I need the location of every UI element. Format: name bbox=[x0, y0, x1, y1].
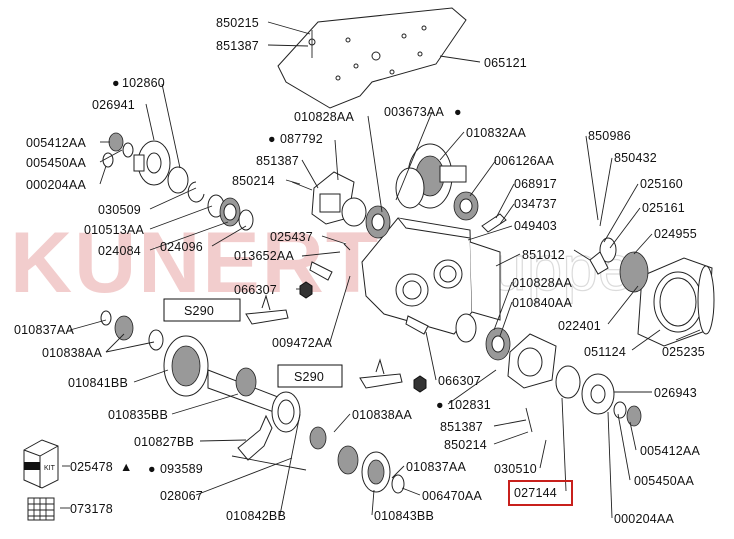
tool-s290-label-top: S290 bbox=[184, 304, 214, 318]
callout-003673AA: 003673AA bbox=[384, 105, 444, 119]
seal-kit-icon bbox=[27, 497, 55, 521]
callout-010837AA-bottom: 010837AA bbox=[406, 460, 466, 474]
callout-010840AA: 010840AA bbox=[512, 296, 572, 310]
callout-026941: 026941 bbox=[92, 98, 135, 112]
kit-box-icon: KIT bbox=[23, 439, 59, 489]
callout-010835BB: 010835BB bbox=[108, 408, 168, 422]
callout-073178: 073178 bbox=[70, 502, 113, 516]
main-shaft-assembly bbox=[100, 310, 301, 433]
callout-851387-top: 851387 bbox=[216, 39, 259, 53]
callout-087792: 087792 bbox=[280, 132, 323, 146]
right-flange-assembly bbox=[573, 237, 715, 347]
callout-labels: 850215 851387 065121 ● 102860 026941 005… bbox=[14, 16, 705, 526]
callout-010838AA-left: 010838AA bbox=[42, 346, 102, 360]
callout-093589-bullet: ● bbox=[148, 462, 156, 476]
callout-010838AA-bottom: 010838AA bbox=[352, 408, 412, 422]
callout-024096: 024096 bbox=[160, 240, 203, 254]
callout-000204AA-right: 000204AA bbox=[614, 512, 674, 526]
callout-010828AA-right: 010828AA bbox=[512, 276, 572, 290]
left-flange-cover bbox=[102, 132, 189, 194]
leader-lines bbox=[60, 21, 701, 519]
callout-010513AA: 010513AA bbox=[84, 223, 144, 237]
callout-025478: 025478 bbox=[70, 460, 113, 474]
callout-851387-mid: 851387 bbox=[256, 154, 299, 168]
callout-030510: 030510 bbox=[494, 462, 537, 476]
callout-034737: 034737 bbox=[514, 197, 557, 211]
callout-093589: 093589 bbox=[160, 462, 203, 476]
upper-gear-shaft bbox=[395, 143, 507, 233]
callout-102831: 102831 bbox=[448, 398, 491, 412]
side-cover-plate bbox=[455, 313, 557, 389]
callout-025161: 025161 bbox=[642, 201, 685, 215]
callout-850214-bottom: 850214 bbox=[444, 438, 487, 452]
shift-fork bbox=[231, 414, 307, 471]
callout-010827BB: 010827BB bbox=[134, 435, 194, 449]
tool-s290-bottom bbox=[359, 358, 403, 389]
callout-065121: 065121 bbox=[484, 56, 527, 70]
callout-066307-bottom: 066307 bbox=[438, 374, 481, 388]
callout-010832AA: 010832AA bbox=[466, 126, 526, 140]
callout-003673AA-bullet: ● bbox=[454, 105, 462, 119]
small-fasteners bbox=[299, 243, 533, 433]
callout-102860-bullet: ● bbox=[112, 76, 120, 90]
callout-025478-triangle: ▲ bbox=[120, 460, 133, 474]
callout-005412AA-left: 005412AA bbox=[26, 136, 86, 150]
callout-068917: 068917 bbox=[514, 177, 557, 191]
callout-850215: 850215 bbox=[216, 16, 259, 30]
callout-005450AA-left: 005450AA bbox=[26, 156, 86, 170]
callout-851012: 851012 bbox=[522, 248, 565, 262]
tool-s290-box-top bbox=[163, 298, 241, 322]
input-cover-plate bbox=[291, 171, 391, 239]
callout-850214-mid: 850214 bbox=[232, 174, 275, 188]
tool-s290-label-bottom: S290 bbox=[294, 370, 324, 384]
callout-051124: 051124 bbox=[584, 345, 626, 359]
callout-024955: 024955 bbox=[654, 227, 697, 241]
callout-010837AA-left: 010837AA bbox=[14, 323, 74, 337]
watermark-main: KUNERT bbox=[10, 215, 380, 311]
callout-028067: 028067 bbox=[160, 489, 203, 503]
kit-label: KIT bbox=[44, 465, 56, 472]
callout-027144: 027144 bbox=[514, 486, 557, 500]
callout-010843BB: 010843BB bbox=[374, 509, 434, 523]
gearbox-housing bbox=[361, 217, 501, 335]
callout-066307-top: 066307 bbox=[234, 283, 277, 297]
callout-025160: 025160 bbox=[640, 177, 683, 191]
callout-102860: 102860 bbox=[122, 76, 165, 90]
callout-013652AA: 013652AA bbox=[234, 249, 294, 263]
callout-006470AA: 006470AA bbox=[422, 489, 482, 503]
callout-049403: 049403 bbox=[514, 219, 557, 233]
tool-s290-box-bottom bbox=[277, 364, 343, 388]
callout-102831-bullet: ● bbox=[436, 398, 444, 412]
callout-025437: 025437 bbox=[270, 230, 313, 244]
callout-010842BB: 010842BB bbox=[226, 509, 286, 523]
callout-010841BB: 010841BB bbox=[68, 376, 128, 390]
callout-087792-bullet: ● bbox=[268, 132, 276, 146]
callout-025235: 025235 bbox=[662, 345, 705, 359]
callout-850432: 850432 bbox=[614, 151, 657, 165]
callout-026943: 026943 bbox=[654, 386, 697, 400]
top-cover-plate bbox=[277, 7, 467, 109]
callout-006126AA: 006126AA bbox=[494, 154, 554, 168]
callout-024084: 024084 bbox=[98, 244, 141, 258]
lower-gear-set bbox=[309, 426, 405, 494]
left-shaft-rings bbox=[187, 181, 254, 231]
callout-851387-bottom: 851387 bbox=[440, 420, 483, 434]
callout-005450AA-right: 005450AA bbox=[634, 474, 694, 488]
callout-005412AA-right: 005412AA bbox=[640, 444, 700, 458]
callout-010828AA-top: 010828AA bbox=[294, 110, 354, 124]
callout-030509: 030509 bbox=[98, 203, 141, 217]
callout-022401: 022401 bbox=[558, 319, 601, 333]
callout-009472AA: 009472AA bbox=[272, 336, 332, 350]
tool-s290-top bbox=[245, 294, 289, 325]
output-flange bbox=[555, 365, 642, 427]
callout-850986: 850986 bbox=[588, 129, 631, 143]
callout-000204AA-left: 000204AA bbox=[26, 178, 86, 192]
highlighted-part-box bbox=[508, 480, 573, 506]
